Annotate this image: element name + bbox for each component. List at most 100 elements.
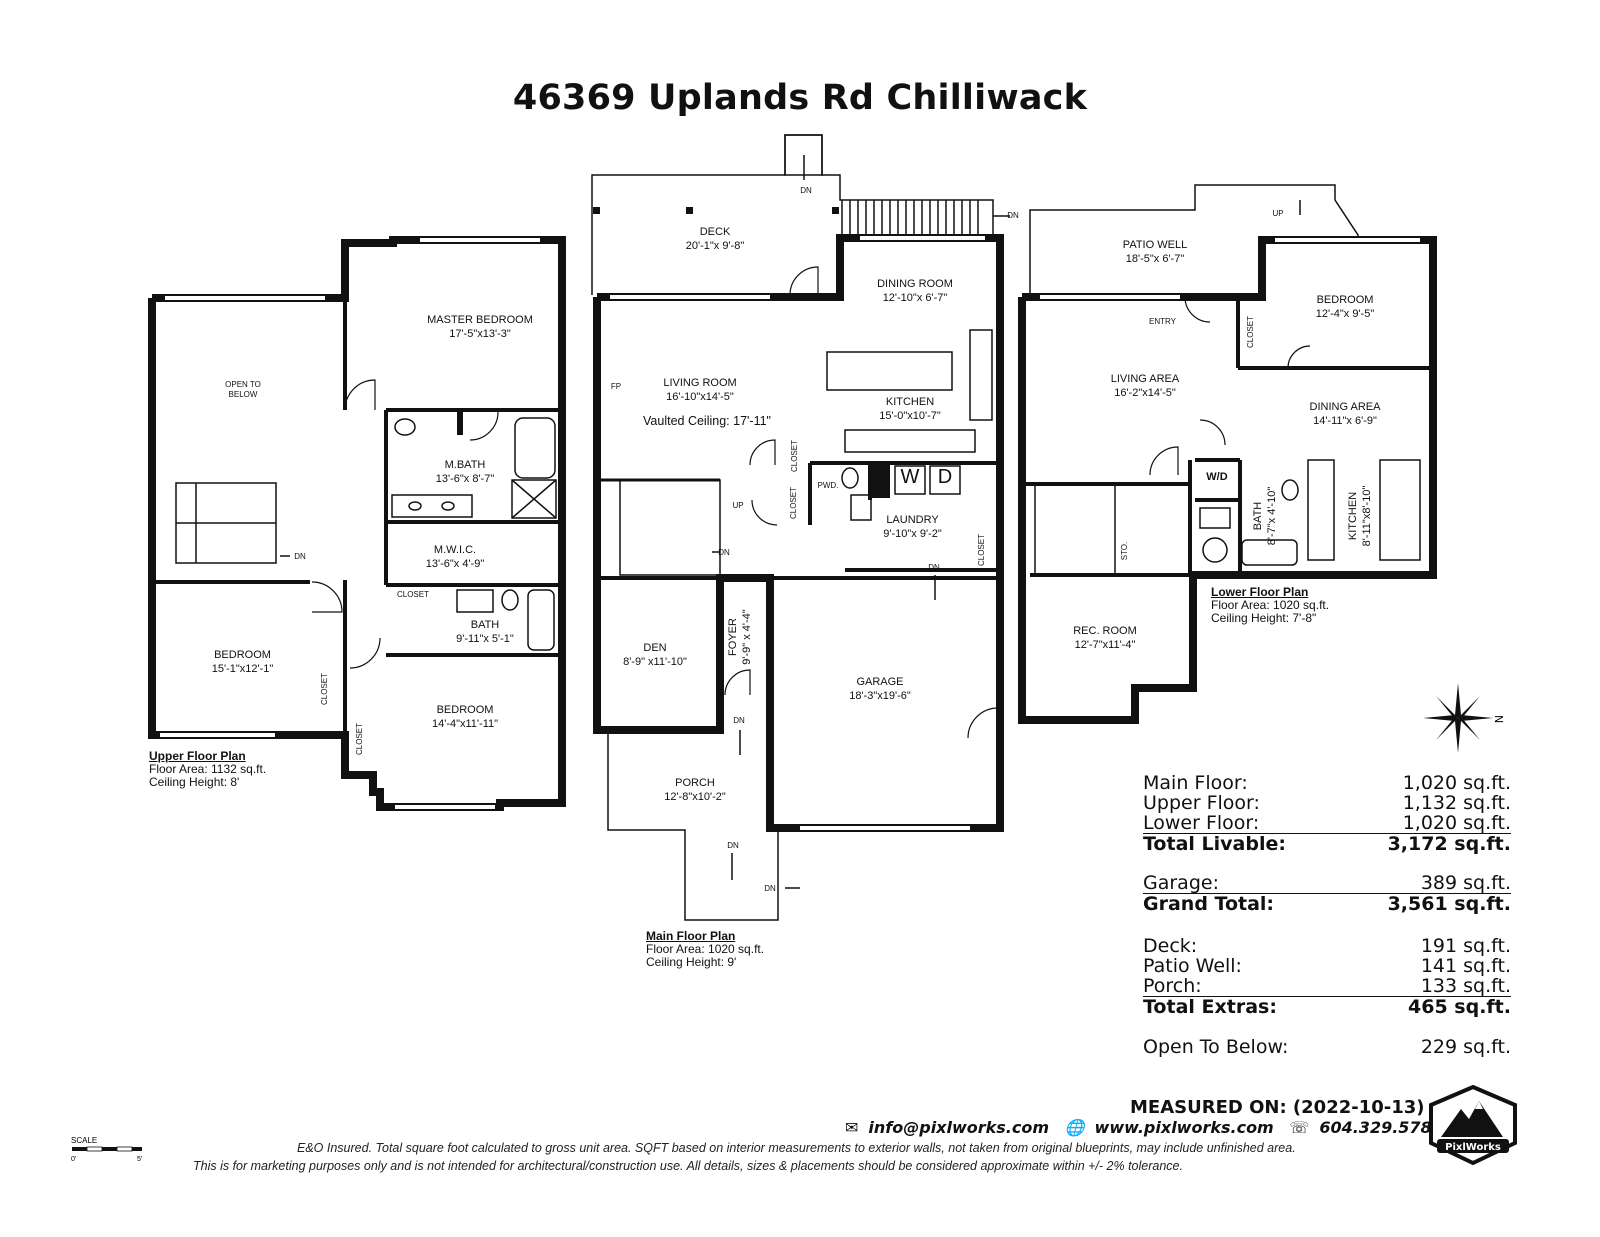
totals-row-grand-total: Grand Total:3,561 sq.ft. (1143, 893, 1511, 916)
room-upper-bedroom-1: BEDROOM 15'-1"x12'-1" (200, 648, 285, 676)
dim-living-area: 16'-2"x14'-5" (1114, 387, 1176, 399)
room-patio-well: PATIO WELL 18'-5"x 6'-7" (1105, 238, 1205, 266)
room-lower-bedroom: BEDROOM 12'-4"x 9'-5" (1300, 293, 1390, 321)
pixlworks-logo: PixlWorks (1429, 1085, 1517, 1165)
room-lower-kitchen: KITCHEN 8'-11"x8'-10" (1346, 476, 1374, 556)
upper-floor-info: Upper Floor Plan Floor Area: 1132 sq.ft.… (149, 750, 266, 789)
label-main-dn-hall: DN (718, 548, 730, 557)
label-closet-upper-a: CLOSET (396, 590, 429, 599)
room-living-area: LIVING AREA 16'-2"x14'-5" (1095, 372, 1195, 400)
label-main-dn-stairs: DN (1007, 211, 1019, 220)
totals-value: 191 sq.ft. (1420, 935, 1511, 957)
label-upper-dn: DN (294, 552, 306, 561)
contact-phone[interactable]: 604.329.5788 (1319, 1118, 1443, 1137)
upper-floor-area: Floor Area: 1132 sq.ft. (149, 762, 267, 776)
lower-floor-ceiling: Ceiling Height: 7'-8" (1211, 611, 1317, 625)
totals-label: Lower Floor: (1143, 812, 1260, 834)
totals-row-total-extras: Total Extras: 465 sq.ft. (1143, 996, 1511, 1019)
label-living-area: LIVING AREA (1110, 373, 1180, 385)
label-master-bedroom: MASTER BEDROOM (427, 314, 533, 326)
label-closet-main-2: CLOSET (789, 487, 798, 520)
contact-line: ✉ info@pixlworks.com 🌐 www.pixlworks.com ☏… (845, 1118, 1453, 1137)
label-main-dn-walk: DN (764, 884, 776, 893)
room-foyer: FOYER 9'-9" x 4'-4" (726, 597, 754, 677)
dim-foyer: 9'-9" x 4'-4" (741, 609, 753, 665)
room-rec-room: REC. ROOM 12'-7"x11'-4" (1055, 624, 1155, 652)
globe-icon: 🌐 (1064, 1118, 1085, 1137)
label-main-dn-porch: DN (727, 841, 739, 850)
main-floor-walls (593, 234, 1004, 832)
room-dining-area: DINING AREA 14'-11"x 6'-9" (1295, 400, 1395, 428)
dim-dining-room: 12'-10"x 6'-7" (882, 292, 948, 304)
label-dining-room: DINING ROOM (877, 278, 953, 290)
dim-laundry: 9'-10"x 9'-2" (883, 528, 942, 540)
room-living-room: LIVING ROOM 16'-10"x14'-5" (650, 376, 750, 404)
disclaimer-line-2: This is for marketing purposes only and … (193, 1159, 1183, 1173)
email-icon: ✉ (845, 1118, 859, 1137)
totals-value: 389 sq.ft. (1420, 872, 1511, 894)
contact-web[interactable]: www.pixlworks.com (1094, 1118, 1274, 1137)
lower-floor-area: Floor Area: 1020 sq.ft. (1211, 598, 1330, 612)
scale-label: SCALE (71, 1136, 97, 1145)
totals-value: 133 sq.ft. (1420, 975, 1511, 997)
label-fireplace: FP (610, 382, 622, 391)
totals-label: Porch: (1143, 975, 1202, 997)
disclaimer-line-1: E&O Insured. Total square foot calculate… (297, 1141, 1296, 1155)
label-vaulted-ceiling: Vaulted Ceiling: 17'-11" (643, 414, 771, 428)
label-storage: STO. (1120, 541, 1129, 561)
totals-label: Patio Well: (1143, 955, 1242, 977)
upper-floor-walls (148, 236, 566, 811)
scale-start: 0' (71, 1156, 76, 1163)
phone-icon: ☏ (1289, 1118, 1310, 1137)
label-powder-room: PWD. (817, 481, 839, 490)
label-rec-room: REC. ROOM (1073, 625, 1137, 637)
totals-label: Open To Below: (1143, 1036, 1289, 1058)
dim-rec-room: 12'-7"x11'-4" (1074, 639, 1136, 651)
compass-north-label: N (1492, 715, 1505, 723)
label-porch: PORCH (675, 777, 715, 789)
label-closet-upper-b: CLOSET (320, 673, 329, 706)
totals-label: Main Floor: (1143, 772, 1248, 794)
room-mwic: M.W.I.C. 13'-6"x 4'-9" (415, 543, 495, 571)
label-washer-dryer: W/D (1206, 471, 1228, 483)
room-porch: PORCH 12'-8"x10'-2" (650, 776, 740, 804)
dim-lower-bath: 8'-7"x 4'-10" (1266, 486, 1278, 546)
room-upper-bedroom-2: BEDROOM 14'-4"x11'-11" (420, 703, 510, 731)
totals-row-main: Main Floor:1,020 sq.ft. (1143, 773, 1511, 793)
label-garage: GARAGE (856, 676, 904, 688)
label-lower-up: UP (1272, 209, 1284, 218)
label-patio-well: PATIO WELL (1122, 239, 1188, 251)
main-floor-ceiling: Ceiling Height: 9' (646, 955, 737, 969)
room-lower-bath: BATH 8'-7"x 4'-10" (1251, 476, 1279, 556)
dim-upper-bath: 9'-11"x 5'-1" (456, 633, 514, 645)
totals-label: Upper Floor: (1143, 792, 1260, 814)
dim-garage: 18'-3"x19'-6" (849, 690, 911, 702)
label-dryer: D (937, 466, 953, 488)
totals-row-deck: Deck:191 sq.ft. (1143, 936, 1511, 956)
label-lower-bath: BATH (1252, 501, 1264, 531)
totals-value: 465 sq.ft. (1408, 996, 1511, 1018)
totals-value: 141 sq.ft. (1420, 955, 1511, 977)
label-closet-main-3: CLOSET (977, 534, 986, 567)
contact-email[interactable]: info@pixlworks.com (868, 1118, 1050, 1137)
lower-floor-name: Lower Floor Plan (1211, 585, 1309, 599)
label-main-dn-garage: DN (928, 563, 940, 572)
dim-lower-bedroom: 12'-4"x 9'-5" (1315, 308, 1375, 320)
totals-row-open-to-below: Open To Below: 229 sq.ft. (1143, 1037, 1511, 1057)
lower-floor-info: Lower Floor Plan Floor Area: 1020 sq.ft.… (1211, 586, 1329, 625)
totals-label: Total Extras: (1143, 996, 1277, 1018)
label-den: DEN (643, 642, 667, 654)
room-laundry: LAUNDRY 9'-10"x 9'-2" (870, 513, 955, 541)
label-lower-kitchen: KITCHEN (1347, 491, 1359, 541)
totals-value: 229 sq.ft. (1420, 1036, 1511, 1058)
room-deck: DECK 20'-1"x 9'-8" (665, 225, 765, 253)
dim-lower-kitchen: 8'-11"x8'-10" (1361, 485, 1373, 547)
label-dining-area: DINING AREA (1309, 401, 1381, 413)
label-mwic: M.W.I.C. (433, 544, 477, 556)
label-foyer: FOYER (727, 618, 739, 656)
label-living-room: LIVING ROOM (663, 377, 737, 389)
upper-floor-ceiling: Ceiling Height: 8' (149, 775, 240, 789)
room-open-to-below: OPEN TO BELOW (213, 380, 273, 400)
room-dining-room: DINING ROOM 12'-10"x 6'-7" (865, 277, 965, 305)
dim-master-bedroom: 17'-5"x13'-3" (449, 328, 511, 340)
